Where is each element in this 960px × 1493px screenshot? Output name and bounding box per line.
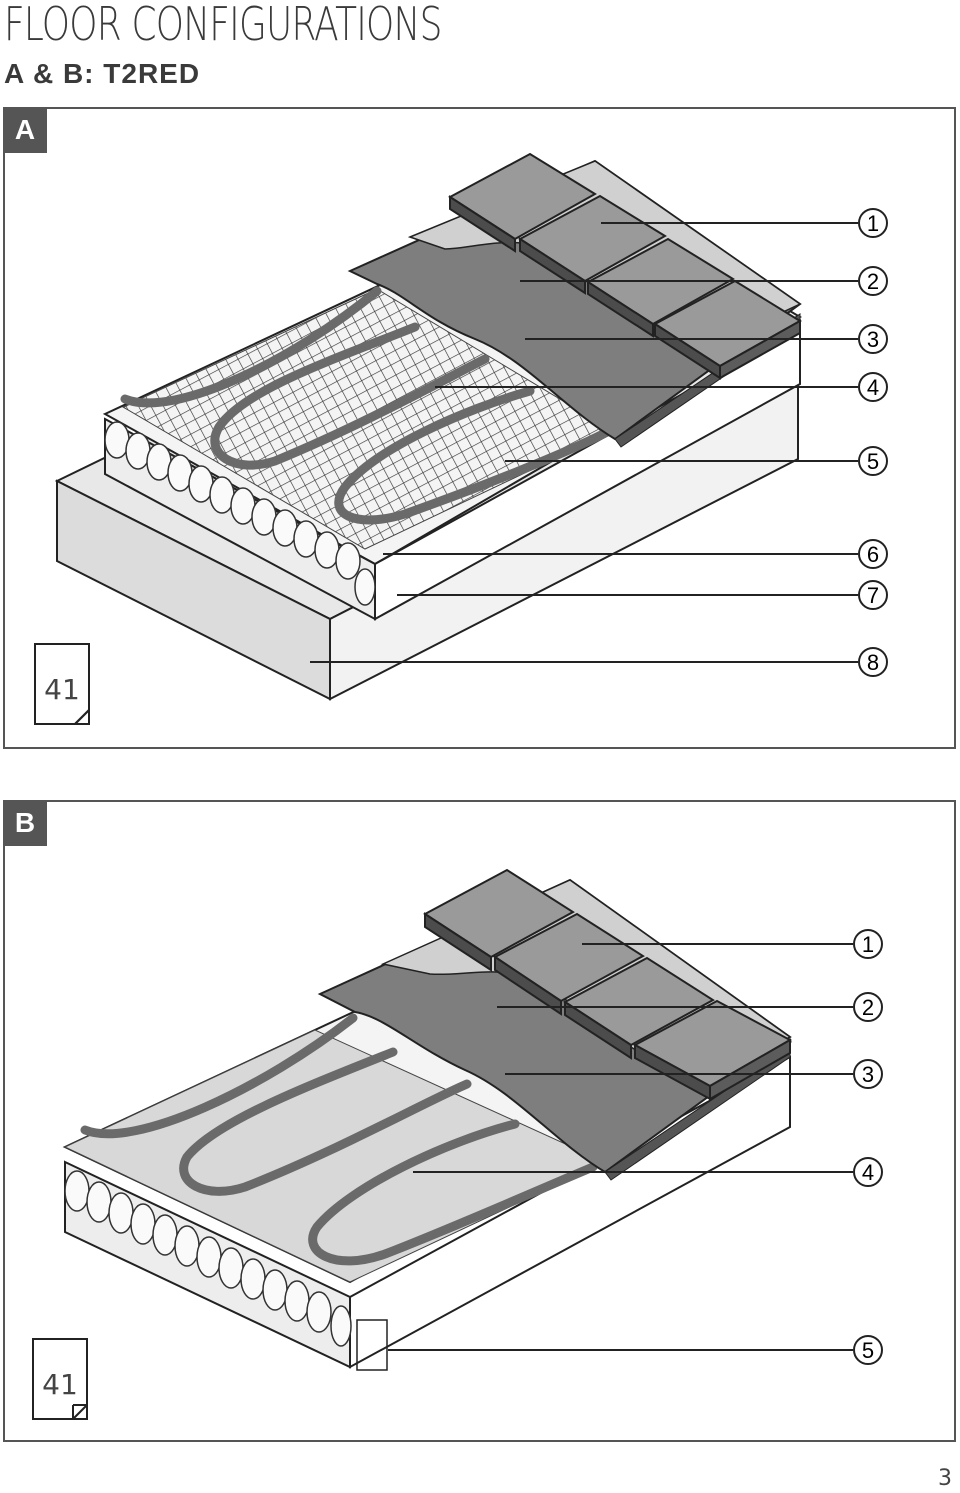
panel-a-label: A <box>3 107 47 153</box>
tiles-layer <box>423 868 793 1101</box>
panel-b: B <box>3 800 956 1442</box>
svg-text:4: 4 <box>867 375 879 400</box>
callout-a-7: 7 <box>858 580 888 610</box>
callout-a-1: 1 <box>858 208 888 238</box>
diagram-b: 1 2 3 4 5 41 <box>32 868 883 1420</box>
svg-text:8: 8 <box>867 650 879 675</box>
svg-text:41: 41 <box>44 673 80 706</box>
callout-b-3: 3 <box>853 1059 883 1089</box>
svg-text:2: 2 <box>862 995 874 1020</box>
svg-text:7: 7 <box>867 583 879 608</box>
page-title: FLOOR CONFIGURATIONS <box>4 0 442 51</box>
svg-text:3: 3 <box>867 327 879 352</box>
svg-text:3: 3 <box>862 1062 874 1087</box>
svg-text:5: 5 <box>867 449 879 474</box>
callout-a-3: 3 <box>858 324 888 354</box>
svg-text:5: 5 <box>862 1338 874 1363</box>
svg-text:4: 4 <box>862 1160 874 1185</box>
callout-a-6: 6 <box>858 539 888 569</box>
svg-text:1: 1 <box>862 932 874 957</box>
tiles-layer <box>448 152 802 380</box>
svg-text:1: 1 <box>867 211 879 236</box>
page-subtitle: A & B: T2RED <box>4 58 201 89</box>
callout-a-4: 4 <box>858 372 888 402</box>
diagram-a: 1 2 3 4 5 6 7 8 41 <box>34 152 888 725</box>
document-reference-icon: 41 <box>32 1338 88 1420</box>
svg-text:2: 2 <box>867 269 879 294</box>
callout-a-5: 5 <box>858 446 888 476</box>
callout-a-2: 2 <box>858 266 888 296</box>
heating-mat-layer <box>120 286 615 550</box>
panel-a: A <box>3 107 956 749</box>
callout-b-1: 1 <box>853 929 883 959</box>
callout-b-4: 4 <box>853 1157 883 1187</box>
page-number: 3 <box>938 1466 952 1491</box>
callout-a-8: 8 <box>858 647 888 677</box>
callout-b-5: 5 <box>853 1335 883 1365</box>
leader-lines-a <box>310 222 858 663</box>
callout-b-2: 2 <box>853 992 883 1022</box>
heating-cable-layer <box>63 1013 607 1283</box>
panel-b-label: B <box>3 800 47 846</box>
document-reference-icon: 41 <box>34 643 90 725</box>
svg-text:6: 6 <box>867 542 879 567</box>
svg-text:41: 41 <box>42 1368 78 1401</box>
leader-lines-b <box>388 943 853 1351</box>
